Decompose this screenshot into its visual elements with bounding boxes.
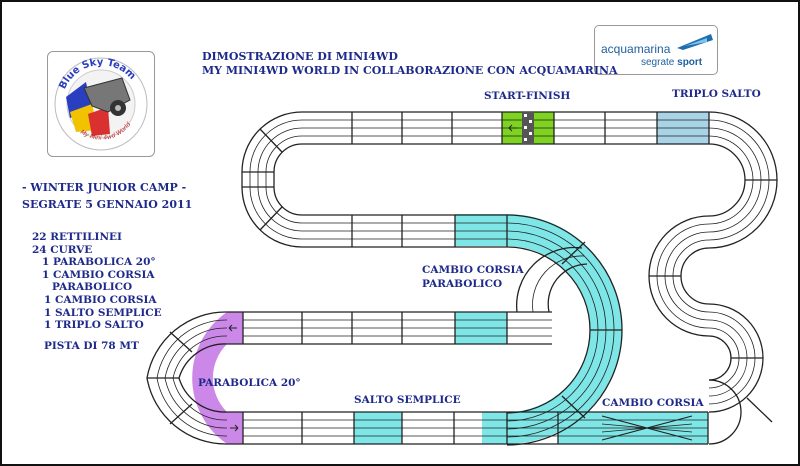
- page-header: DIMOSTRAZIONE DI MINI4WD MY MINI4WD WORL…: [202, 50, 618, 79]
- stat-triplo-salto: 1 TRIPLO SALTO: [44, 319, 144, 332]
- logo-word-acqua: acquamarina: [601, 42, 671, 56]
- label-cambio-corsia: CAMBIO CORSIA: [602, 397, 704, 409]
- stat-parabolica: 1 PARABOLICA 20°: [42, 256, 156, 269]
- logo-word-segrate: segrate: [641, 57, 675, 68]
- stat-cambio-parabolico-1: 1 CAMBIO CORSIA: [42, 268, 155, 281]
- stat-rettilinei: 22 RETTILINEI: [32, 231, 122, 243]
- label-cambio-corsia-parabolico-2: PARABOLICO: [422, 278, 503, 290]
- stat-pista-length: PISTA DI 78 MT: [44, 339, 139, 352]
- label-salto-semplice: SALTO SEMPLICE: [354, 394, 461, 406]
- stat-salto-semplice: 1 SALTO SEMPLICE: [44, 306, 162, 319]
- stat-cambio-parabolico-2: PARABOLICO: [52, 281, 133, 294]
- svg-text:segrate sport: segrate sport: [641, 57, 703, 68]
- stat-curve: 24 CURVE: [32, 243, 93, 256]
- label-start-finish: START-FINISH: [484, 90, 571, 102]
- event-date: SEGRATE 5 GENNAIO 2011: [22, 198, 193, 212]
- event-title: - WINTER JUNIOR CAMP -: [22, 181, 187, 194]
- header-line-2: MY MINI4WD WORLD IN COLLABORAZIONE CON A…: [202, 64, 618, 78]
- blue-sky-team-logo: Blue Sky Team My Mini 4wd World: [47, 51, 155, 157]
- label-parabolica: PARABOLICA 20°: [198, 377, 301, 389]
- parabolica-section: [192, 312, 243, 444]
- label-cambio-corsia-parabolico-1: CAMBIO CORSIA: [422, 264, 524, 276]
- acquamarina-logo: acquamarina segrate sport: [594, 25, 718, 75]
- stat-cambio-corsia: 1 CAMBIO CORSIA: [44, 293, 157, 306]
- label-triplo-salto: TRIPLO SALTO: [672, 88, 761, 100]
- track-stats: 22 RETTILINEI 24 CURVE 1 PARABOLICA 20° …: [32, 231, 162, 353]
- svg-text:acquamarina: acquamarina: [601, 42, 671, 56]
- event-info: - WINTER JUNIOR CAMP - SEGRATE 5 GENNAIO…: [22, 181, 193, 216]
- cambio-corsia-parabolico-curve: [455, 214, 622, 444]
- header-line-1: DIMOSTRAZIONE DI MINI4WD: [202, 50, 398, 63]
- logo-word-sport: sport: [677, 57, 703, 68]
